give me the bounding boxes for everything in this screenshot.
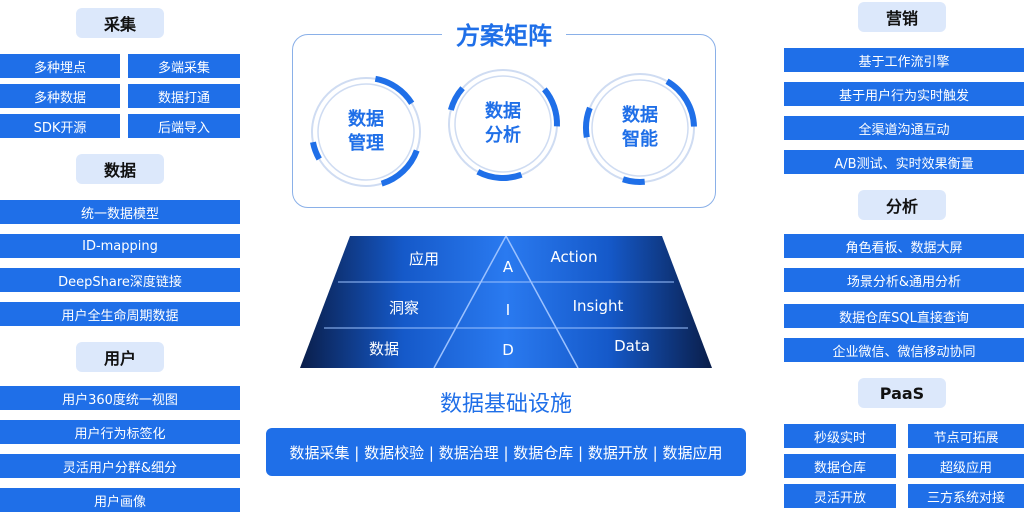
paas-item: 三方系统对接	[908, 484, 1024, 508]
user-item: 用户画像	[0, 488, 240, 512]
paas-item: 秒级实时	[784, 424, 896, 448]
collect-item: 多端采集	[128, 54, 240, 78]
data-header: 数据	[76, 154, 164, 184]
infra-title: 数据基础设施	[439, 392, 572, 417]
user-item: 灵活用户分群&细分	[0, 454, 240, 478]
aid-action-cn: 应用	[408, 250, 439, 268]
collect-item: 多种埋点	[0, 54, 120, 78]
aid-insight-cn: 洞察	[388, 299, 419, 317]
analysis-item: 数据仓库SQL直接查询	[784, 304, 1024, 328]
analysis-item: 企业微信、微信移动协同	[784, 338, 1024, 362]
ring-icon	[446, 67, 560, 181]
ring-icon	[309, 75, 423, 189]
aid-data-letter: D	[502, 341, 514, 359]
paas-item: 超级应用	[908, 454, 1024, 478]
user-header: 用户	[76, 342, 164, 372]
paas-item: 节点可拓展	[908, 424, 1024, 448]
analysis-header: 分析	[858, 190, 946, 220]
matrix-title: 方案矩阵	[292, 16, 716, 50]
data-item: 用户全生命周期数据	[0, 302, 240, 326]
data-item: DeepShare深度链接	[0, 268, 240, 292]
collect-header: 采集	[76, 8, 164, 38]
circle-line2: 分析	[485, 125, 521, 146]
user-item: 用户行为标签化	[0, 420, 240, 444]
collect-item: 数据打通	[128, 84, 240, 108]
data-item: ID-mapping	[0, 234, 240, 258]
circle-line1: 数据	[622, 105, 658, 126]
data-item: 统一数据模型	[0, 200, 240, 224]
aid-data-cn: 数据	[368, 340, 399, 358]
paas-item: 灵活开放	[784, 484, 896, 508]
collect-item: 后端导入	[128, 114, 240, 138]
aid-insight-letter: I	[505, 301, 511, 319]
aid-model	[300, 235, 712, 369]
user-item: 用户360度统一视图	[0, 386, 240, 410]
aid-action-letter: A	[502, 258, 514, 276]
circle-line2: 管理	[348, 133, 384, 154]
data-management-circle: 数据管理	[306, 72, 426, 192]
analysis-item: 角色看板、数据大屏	[784, 234, 1024, 258]
marketing-header: 营销	[858, 2, 946, 32]
aid-action-en: Action	[550, 248, 598, 266]
analysis-item: 场景分析&通用分析	[784, 268, 1024, 292]
aid-data-en: Data	[614, 337, 650, 355]
infra-items-bar: 数据采集 | 数据校验 | 数据治理 | 数据仓库 | 数据开放 | 数据应用	[266, 428, 746, 476]
marketing-item: 全渠道沟通互动	[784, 116, 1024, 140]
circle-line1: 数据	[348, 109, 384, 130]
collect-item: SDK开源	[0, 114, 120, 138]
marketing-item: 基于工作流引擎	[784, 48, 1024, 72]
marketing-item: A/B测试、实时效果衡量	[784, 150, 1024, 174]
paas-item: 数据仓库	[784, 454, 896, 478]
collect-item: 多种数据	[0, 84, 120, 108]
aid-trapezoid-graphic	[300, 235, 712, 369]
ring-icon	[582, 71, 697, 185]
data-analysis-circle: 数据分析	[443, 64, 563, 184]
circle-line1: 数据	[485, 101, 521, 122]
marketing-item: 基于用户行为实时触发	[784, 82, 1024, 106]
circle-line2: 智能	[622, 129, 658, 150]
aid-insight-en: Insight	[572, 297, 624, 315]
paas-header: PaaS	[858, 378, 946, 408]
data-intelligence-circle: 数据智能	[580, 68, 700, 188]
